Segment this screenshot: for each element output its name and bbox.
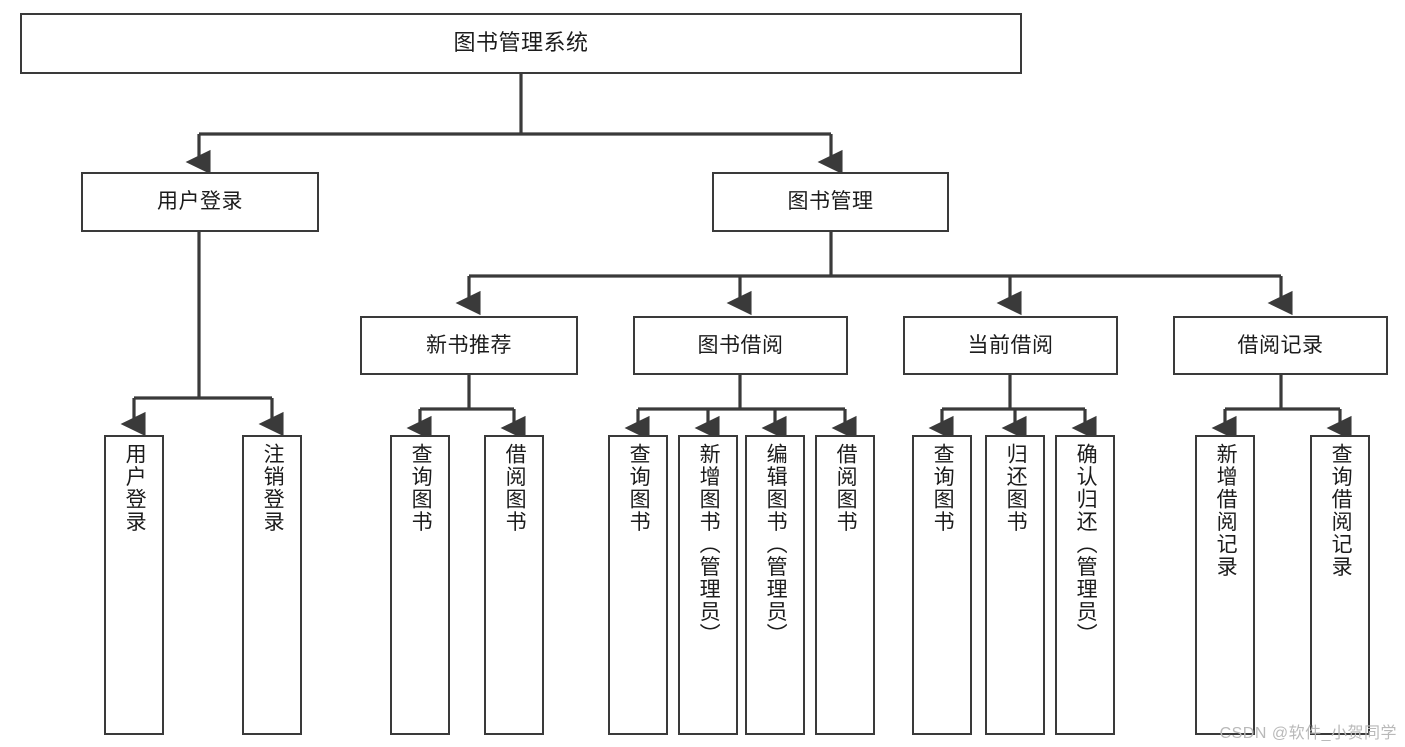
node-label: 图书管理 (787, 190, 874, 214)
node-label: 用户登录 (157, 190, 243, 214)
node-leaf-query-book-borrow[interactable]: 查询图书 (608, 435, 668, 735)
node-leaf-return-book[interactable]: 归还图书 (985, 435, 1045, 735)
node-leaf-confirm-return-admin[interactable]: 确认归还（管理员） (1055, 435, 1115, 735)
node-label: 借阅图书 (834, 443, 858, 533)
node-label: 查询图书 (931, 443, 955, 533)
node-label: 图书管理系统 (453, 30, 589, 56)
node-leaf-query-book-recommend[interactable]: 查询图书 (390, 435, 450, 735)
node-current-borrow[interactable]: 当前借阅 (903, 316, 1118, 375)
node-leaf-add-book-admin[interactable]: 新增图书（管理员） (678, 435, 738, 735)
node-user-login[interactable]: 用户登录 (81, 172, 319, 232)
node-book-management-system[interactable]: 图书管理系统 (20, 13, 1022, 74)
node-label: 查询图书 (409, 443, 433, 533)
node-label: 借阅图书 (503, 443, 527, 533)
node-label: 新书推荐 (426, 333, 512, 357)
node-borrow-record[interactable]: 借阅记录 (1173, 316, 1388, 375)
node-label: 新增借阅记录 (1214, 443, 1238, 578)
node-leaf-borrow-book[interactable]: 借阅图书 (815, 435, 875, 735)
node-label: 借阅记录 (1237, 333, 1324, 357)
node-label: 归还图书 (1004, 443, 1028, 533)
node-book-borrow[interactable]: 图书借阅 (633, 316, 848, 375)
node-leaf-add-borrow-record[interactable]: 新增借阅记录 (1195, 435, 1255, 735)
node-leaf-borrow-book-recommend[interactable]: 借阅图书 (484, 435, 544, 735)
node-leaf-logout-login[interactable]: 注销登录 (242, 435, 302, 735)
node-label: 注销登录 (261, 443, 285, 533)
node-label: 用户登录 (123, 443, 147, 533)
node-label: 查询图书 (627, 443, 651, 533)
node-new-book-recommend[interactable]: 新书推荐 (360, 316, 578, 375)
node-leaf-user-login[interactable]: 用户登录 (104, 435, 164, 735)
node-leaf-query-book-current[interactable]: 查询图书 (912, 435, 972, 735)
node-label: 图书借阅 (697, 333, 784, 357)
node-label: 编辑图书（管理员） (764, 443, 788, 646)
node-label: 确认归还（管理员） (1074, 443, 1098, 646)
node-label: 新增图书（管理员） (697, 443, 721, 646)
node-leaf-edit-book-admin[interactable]: 编辑图书（管理员） (745, 435, 805, 735)
node-label: 查询借阅记录 (1329, 443, 1353, 578)
node-leaf-query-borrow-record[interactable]: 查询借阅记录 (1310, 435, 1370, 735)
csdn-watermark: CSDN @软件_小贺同学 (1219, 725, 1397, 742)
node-label: 当前借阅 (967, 333, 1054, 357)
node-book-management[interactable]: 图书管理 (712, 172, 949, 232)
